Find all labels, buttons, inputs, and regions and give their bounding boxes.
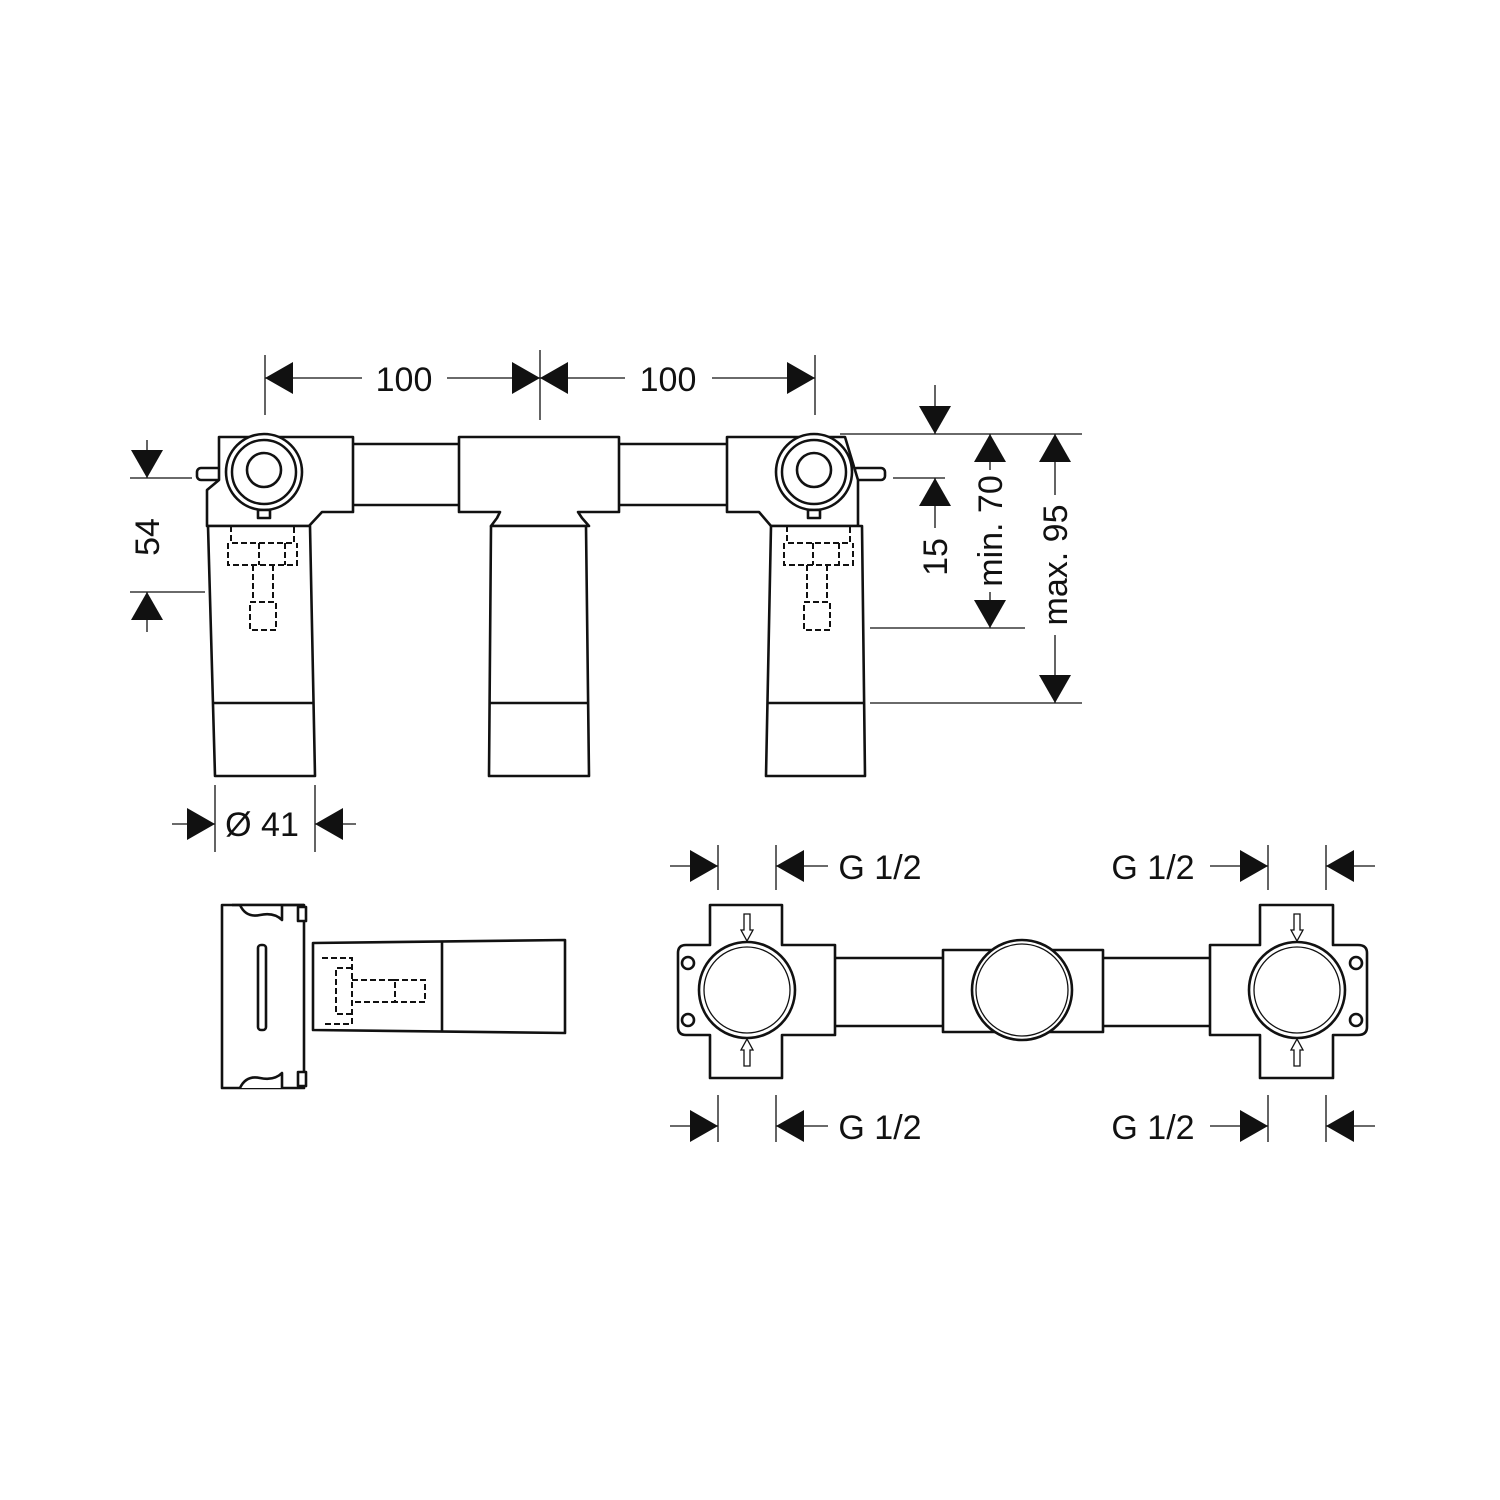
- left-hidden-cartridge: [227, 526, 298, 631]
- arrow-icon: [919, 406, 951, 434]
- arrow-icon: [1039, 675, 1071, 703]
- dimension-heights: 15 min. 70 max. 95: [840, 385, 1082, 704]
- dim-15: 15: [917, 538, 955, 576]
- arrow-icon: [315, 808, 343, 840]
- left-pipe: [348, 442, 464, 507]
- right-connector-icon: [774, 432, 854, 520]
- center-tee: [457, 435, 621, 528]
- dim-spacing-right: 100: [640, 361, 697, 399]
- arrow-icon: [512, 362, 540, 394]
- left-leg: [206, 524, 317, 778]
- dim-thread-top-left: G 1/2: [838, 849, 921, 887]
- arrow-icon: [1039, 434, 1071, 462]
- slot: [256, 943, 268, 1032]
- side-view: [220, 903, 567, 1090]
- arrow-icon: [919, 478, 951, 506]
- dim-thread-top-right: G 1/2: [1111, 849, 1194, 887]
- dim-diameter: Ø 41: [225, 806, 299, 844]
- right-hidden-cartridge: [783, 526, 854, 631]
- dim-min-70: min. 70: [972, 475, 1010, 587]
- dim-spacing-left: 100: [376, 361, 433, 399]
- arrow-icon: [787, 362, 815, 394]
- arrow-icon: [187, 808, 215, 840]
- bottom-thread-arrows: [670, 1110, 1375, 1142]
- arrow-icon: [974, 434, 1006, 462]
- dimension-threads: G 1/2 G 1/2 G 1/2 G 1/2: [670, 845, 1375, 1147]
- left-connector-icon: [224, 432, 304, 520]
- dimension-diameter: Ø 41: [172, 785, 356, 852]
- right-pipe: [615, 442, 731, 507]
- arrow-icon: [974, 600, 1006, 628]
- arrow-icon: [540, 362, 568, 394]
- flow-arrow-icon: [739, 913, 755, 1067]
- center-leg: [487, 524, 591, 778]
- dim-max-95: max. 95: [1037, 505, 1075, 626]
- dimension-54: 54: [129, 440, 205, 632]
- flow-arrow-icon: [1289, 913, 1305, 1067]
- right-leg: [764, 524, 867, 778]
- top-thread-arrows: [670, 850, 1375, 882]
- front-view: [195, 432, 887, 778]
- arrow-icon: [131, 592, 163, 620]
- dimension-spacing: 100 100: [264, 350, 816, 420]
- plan-view: [676, 903, 1369, 1080]
- arrow-icon: [265, 362, 293, 394]
- arrow-icon: [131, 450, 163, 478]
- dim-thread-bottom-left: G 1/2: [838, 1109, 921, 1147]
- dim-54: 54: [129, 518, 167, 556]
- dim-thread-bottom-right: G 1/2: [1111, 1109, 1194, 1147]
